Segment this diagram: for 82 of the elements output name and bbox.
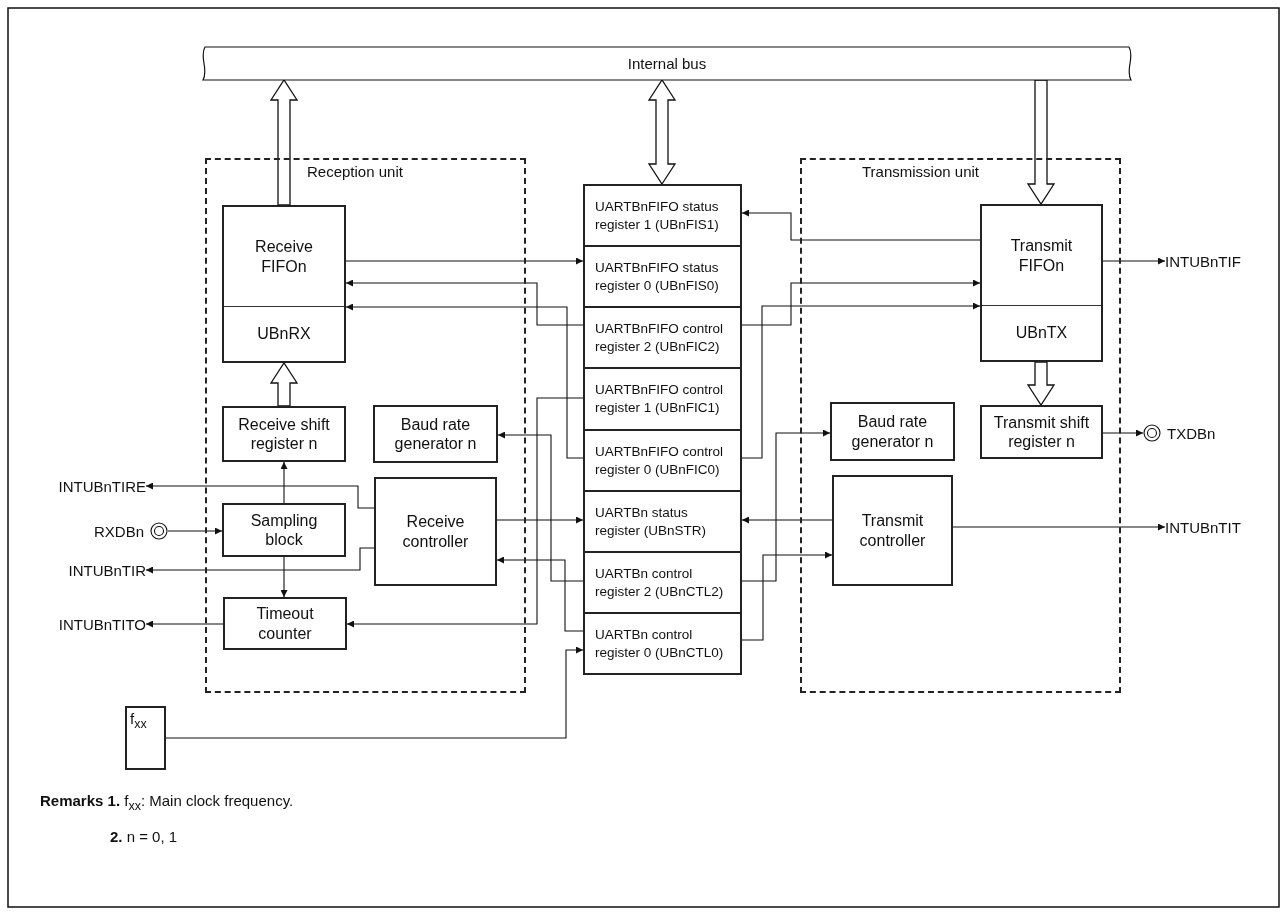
function-block (980, 405, 1103, 459)
function-block (223, 597, 347, 650)
block-label: Baud rate generator n (393, 414, 478, 454)
signal-arrow (741, 302, 981, 459)
signal-arrow (496, 556, 584, 632)
function-block (373, 405, 498, 463)
unit-boundary (800, 158, 1121, 693)
signal-arrow (345, 303, 584, 459)
register-label: UARTBnFIFO control register 1 (UBnFIC1) (595, 381, 725, 417)
function-block (222, 205, 346, 363)
signal-label: INTUBnTIR (10, 560, 146, 580)
signal-arrow (741, 429, 831, 582)
signal-arrow (145, 547, 375, 574)
signal-arrow (496, 516, 584, 524)
signal-arrow (346, 397, 584, 628)
bidirectional-bus-arrow (647, 78, 677, 186)
signal-arrow (497, 431, 584, 582)
signal-arrow (741, 209, 981, 241)
signal-label: INTUBnTIT (1165, 517, 1275, 537)
signal-arrow (741, 279, 981, 326)
register-box (583, 490, 742, 553)
function-block (980, 204, 1103, 362)
unit-title: Reception unit (305, 163, 405, 180)
block-label: Receive controller (401, 512, 470, 551)
function-block (222, 503, 346, 557)
signal-arrow (741, 551, 833, 641)
register-label: UARTBn control register 0 (UBnCTL0) (595, 625, 725, 662)
signal-arrow (1102, 257, 1166, 265)
register-box (583, 612, 742, 675)
register-label: UARTBnFIFO status register 0 (UBnFIS0) (595, 258, 720, 295)
register-label: UARTBnFIFO control register 0 (UBnFIC0) (595, 442, 725, 479)
signal-arrow (280, 556, 288, 598)
bus-label: Internal bus (627, 55, 707, 72)
pin-label: RXDBn (93, 522, 144, 540)
register-box (583, 367, 742, 431)
signal-arrow (167, 527, 223, 535)
register-box (583, 184, 742, 247)
signal-arrow (165, 646, 584, 739)
function-block (830, 402, 955, 461)
register-label: UARTBn status register (UBnSTR) (595, 503, 708, 540)
signal-arrow (345, 279, 584, 326)
register-box (583, 245, 742, 308)
bus-arrow (269, 78, 299, 206)
block-label: Transmit shift register n (992, 412, 1091, 452)
register-box (583, 306, 742, 369)
register-label: UARTBnFIFO control register 2 (UBnFIC2) (595, 319, 725, 356)
signal-label: INTUBnTIRE (10, 476, 146, 496)
block-label: UBnRX (257, 324, 311, 344)
function-block (374, 477, 497, 586)
remark-note: Remarks 1. f$_{xx}$: Main clock frequency. (40, 792, 294, 813)
block-label: Receive shift register n (237, 414, 331, 454)
bus-arrow (1026, 361, 1056, 407)
clock-source-box (125, 706, 166, 770)
block-label: Transmit FIFOn (1009, 236, 1074, 275)
block-label: UBnTX (1015, 323, 1068, 343)
unit-boundary (205, 158, 526, 693)
register-box (583, 429, 742, 492)
pin-label: TXDBn (1167, 424, 1216, 442)
signal-arrow (145, 482, 375, 509)
block-label: Transmit controller (858, 511, 927, 550)
unit-title: Transmission unit (860, 163, 981, 180)
block-label: Timeout counter (255, 604, 315, 643)
register-label: UARTBnFIFO status register 1 (UBnFIS1) (595, 197, 720, 234)
signal-arrow (345, 257, 584, 265)
signal-arrow (741, 516, 833, 524)
signal-arrow (280, 461, 288, 504)
block-label: Receive FIFOn (254, 237, 314, 276)
signal-label: INTUBnTIF (1165, 251, 1275, 271)
function-block (832, 475, 953, 586)
signal-arrow (145, 620, 224, 628)
signal-label: INTUBnTITO (10, 614, 146, 634)
signal-arrow (952, 523, 1166, 531)
block-label: Sampling block (249, 510, 319, 550)
signal-arrow (1102, 429, 1144, 437)
register-box (583, 551, 742, 614)
bus-arrow (269, 361, 299, 407)
clock-label: f$_{xx}$ (130, 710, 147, 727)
bus-arrow (1026, 79, 1056, 206)
remark-note: 2. n = 0, 1 (110, 828, 178, 845)
register-label: UARTBn control register 2 (UBnCTL2) (595, 564, 725, 601)
block-label: Baud rate generator n (850, 412, 935, 451)
function-block (222, 406, 346, 462)
